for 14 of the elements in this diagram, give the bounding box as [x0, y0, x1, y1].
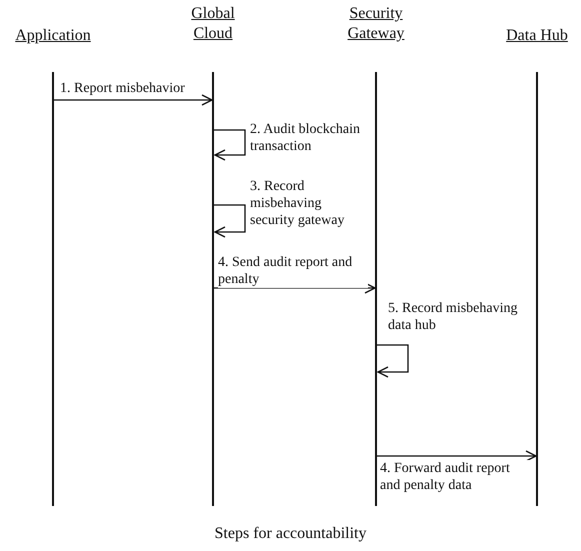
- message-arrow: [214, 204, 246, 238]
- participant-name: Security Gateway: [346, 4, 406, 44]
- message-arrow: [54, 94, 213, 106]
- participant-name: Global Cloud: [190, 4, 236, 44]
- participant-name: Data Hub: [505, 26, 569, 46]
- message-arrow: [214, 282, 376, 294]
- participant-name: Application: [14, 26, 92, 46]
- message-arrow: [377, 450, 537, 462]
- caption: Steps for accountability: [214, 525, 368, 543]
- message-arrow: [377, 344, 409, 378]
- message-label: 4. Forward audit report and penalty data: [380, 460, 530, 494]
- message-label: 4. Send audit report and penalty: [218, 254, 368, 288]
- message-label: 1. Report misbehavior: [60, 80, 185, 97]
- message-arrow: [214, 129, 246, 161]
